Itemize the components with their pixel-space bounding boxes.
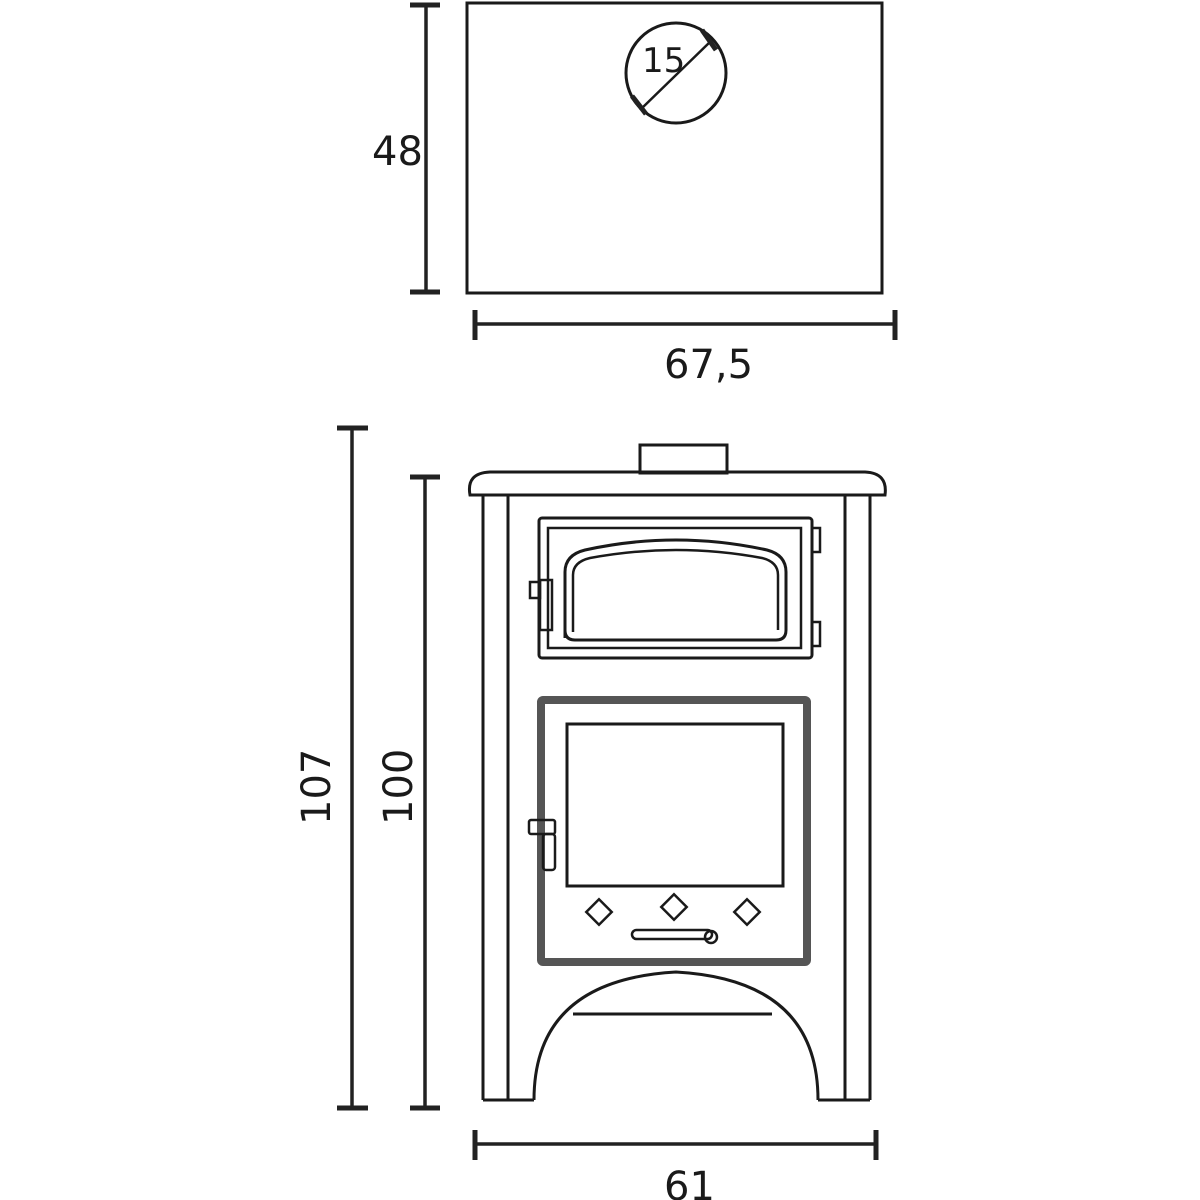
- top-view: 48 15 67,5: [372, 1, 898, 388]
- depth-dimension: [410, 2, 440, 295]
- air-vent-right: [732, 897, 762, 927]
- firebox-door-handle[interactable]: [527, 818, 557, 836]
- front-width-dimension: [472, 1130, 879, 1160]
- front-width-label: 61: [664, 1164, 715, 1200]
- oven-door: [528, 516, 822, 660]
- oven-hinge-bottom: [810, 620, 822, 648]
- oven-hinge-top: [810, 526, 822, 554]
- flue-diameter-label: 15: [642, 41, 685, 81]
- depth-label: 48: [372, 129, 423, 175]
- flue-collar: [638, 443, 729, 475]
- top-width-dimension: [472, 310, 898, 340]
- top-outline: [465, 1, 884, 295]
- side-posts: [481, 495, 872, 1102]
- air-vent-left: [584, 897, 614, 927]
- air-slider[interactable]: [630, 928, 714, 941]
- top-width-label: 67,5: [664, 342, 753, 388]
- total-height-label: 107: [294, 749, 340, 825]
- total-height-dimension: [337, 425, 368, 1111]
- oven-door-latch[interactable]: [538, 578, 554, 632]
- flue-outlet: 15: [624, 21, 728, 125]
- body-height-dimension: [410, 474, 440, 1111]
- top-plate: [467, 470, 887, 497]
- firebox-door: [527, 696, 811, 966]
- body-height-label: 100: [376, 749, 422, 825]
- air-vent-center: [659, 892, 689, 922]
- base-arch: [532, 970, 820, 1101]
- front-view: 107 100: [294, 425, 887, 1200]
